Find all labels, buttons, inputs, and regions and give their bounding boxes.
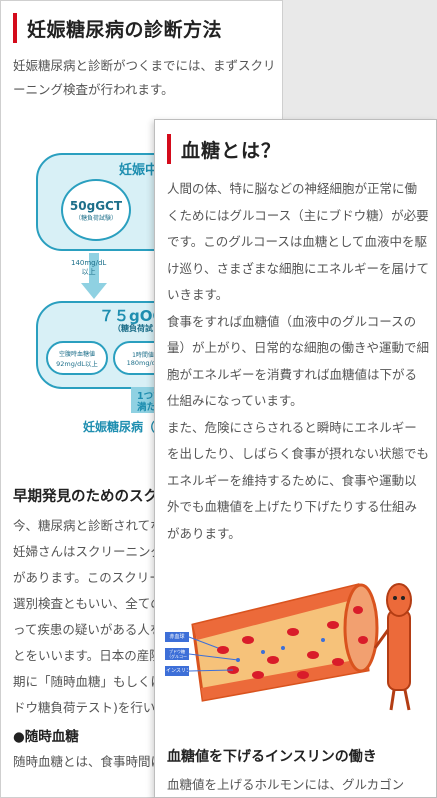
gct-sub: （糖負荷試験） — [74, 214, 117, 222]
fasting-glucose-ellipse: 空腹時血糖値 92mg/dL以上 — [46, 341, 108, 375]
blood-vessel-svg — [165, 583, 412, 711]
heading-accent-bar — [13, 13, 17, 43]
character-eye-left — [393, 596, 397, 600]
ogtt-sub: （糖負荷試 — [113, 324, 153, 333]
one-hour-line1: 1時間値 — [132, 351, 154, 359]
paragraph-2: 食事をすれば血糖値（血液中のグルコースの量）が上がり、日常的な細胞の働きや運動で… — [167, 313, 430, 409]
legend-glucose-label: ブドウ糖（グルコース） — [167, 649, 187, 664]
result-line1: 1つで — [137, 391, 163, 402]
insulin-text: 血糖値を上げるホルモンには、グルカゴン — [167, 777, 405, 792]
flow-arrow-down-icon — [81, 283, 107, 299]
character-leg-left — [389, 689, 396, 711]
front-article-card: 血糖とは？ 人間の体、特に脳などの神経細胞が正常に働くためにはグルコース（主にブ… — [154, 119, 437, 798]
arrow-threshold-line1: 140mg/dL — [71, 259, 107, 267]
early-detection-text: 今、糖尿病と診断されてな 妊婦さんはスクリーニング があります。このスクリー 選… — [13, 518, 164, 715]
arrow-threshold-line2: 以上 — [81, 268, 96, 276]
blood-vessel-illustration: 赤血球 ブドウ糖（グルコース） インスリン — [163, 570, 428, 720]
paragraph-1: 人間の体、特に脳などの神経細胞が正常に働くためにはグルコース（主にブドウ糖）が必… — [167, 181, 430, 302]
result-line2: 満たす — [137, 402, 166, 413]
insulin-heading: 血糖値を下げるインスリンの働き — [167, 749, 377, 765]
vessel-wall-top — [193, 585, 360, 640]
front-title: 血糖とは？ — [181, 139, 282, 162]
character-leg-right — [403, 689, 411, 711]
front-heading: 血糖とは？ — [167, 132, 281, 166]
vessel-character-body — [387, 609, 411, 691]
random-glucose-text: 随時血糖とは、食事時間に — [13, 754, 164, 769]
ogtt-label: ７５gOG — [99, 307, 165, 325]
illustration-legend — [165, 632, 239, 676]
paragraph-3: また、危険にさらされると瞬時にエネルギーを出したり、しばらく食事が摂れない状態で… — [167, 419, 430, 541]
result-criteria: 1つで 満たす — [137, 391, 166, 413]
back-intro-text: 妊娠糖尿病と診断がつくまでには、まずスクリーニング検査が行われます。 — [13, 58, 276, 97]
vessel-wall-bottom — [201, 658, 368, 700]
one-hour-line2: 180mg/dL — [126, 358, 160, 367]
glucose-dots — [236, 638, 325, 662]
front-body: 人間の体、特に脳などの神経細胞が正常に働くためにはグルコース（主にブドウ糖）が必… — [167, 176, 429, 547]
flow-arrow-stem — [89, 253, 99, 283]
back-title: 妊娠糖尿病の診断方法 — [27, 18, 223, 41]
random-glucose-heading: ●随時血糖 — [13, 729, 79, 745]
fasting-line1: 空腹時血糖値 — [58, 350, 95, 358]
gct-main: 50gGCT — [69, 198, 123, 213]
arrow-threshold: 140mg/dL 以上 — [71, 259, 106, 277]
result-arrow-icon — [131, 387, 157, 413]
character-arm — [373, 629, 390, 649]
red-blood-cells — [217, 606, 368, 679]
legend-insulin-label: インスリン — [166, 668, 188, 674]
back-heading: 妊娠糖尿病の診断方法 — [13, 11, 222, 45]
early-detection-heading: 早期発見のためのスク — [13, 489, 158, 505]
heading-accent-bar — [167, 134, 171, 164]
legend-rbc-label: 赤血球 — [169, 634, 185, 640]
vessel-opening — [343, 583, 379, 673]
pregnancy-label: 妊娠中 — [119, 163, 159, 178]
fasting-line2: 92mg/dL以上 — [56, 359, 98, 368]
gdm-label: 妊娠糖尿病（ — [83, 420, 156, 434]
character-eye-right — [401, 596, 405, 600]
vessel-character-head — [386, 583, 412, 617]
gct-circle: 50gGCT （糖負荷試験） — [61, 179, 131, 241]
